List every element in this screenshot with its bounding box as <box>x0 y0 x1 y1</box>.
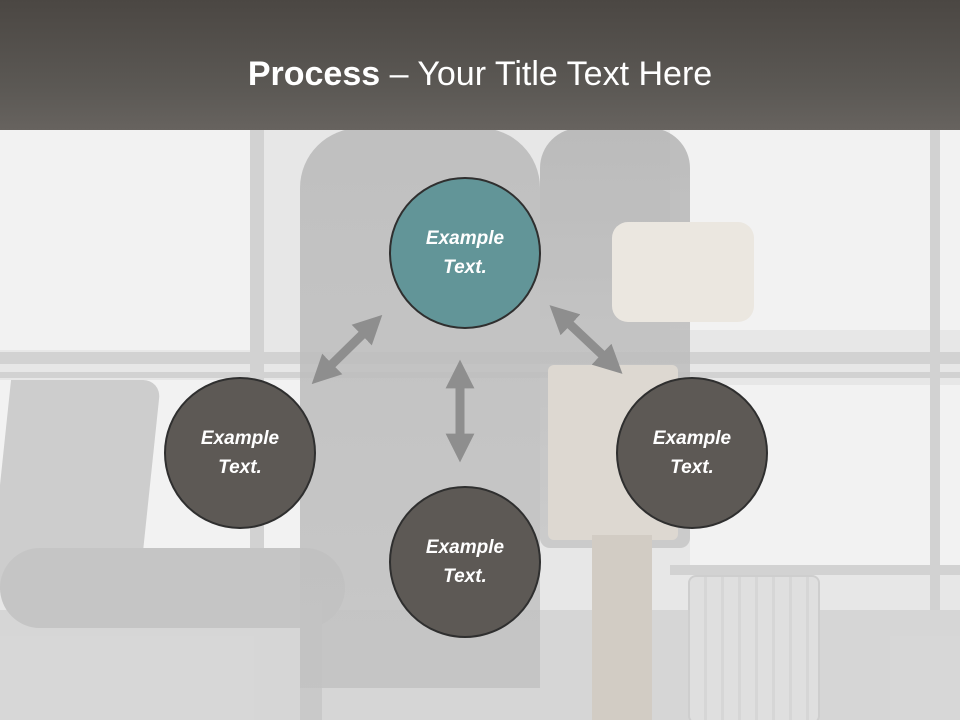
title-bold: Process <box>247 55 381 93</box>
node-bottom-text: Example Text. <box>425 537 505 587</box>
node-right-text: Example Text. <box>652 428 732 478</box>
arrow-top-right <box>549 305 623 374</box>
slide-title: Process – Your Title Text Here <box>0 52 960 96</box>
process-node-top: Example Text. <box>389 177 541 329</box>
title-band <box>0 0 960 130</box>
process-node-left: Example Text. <box>164 377 316 529</box>
title-rest: – Your Title Text Here <box>380 55 713 93</box>
process-node-bottom: Example Text. <box>389 486 541 638</box>
process-node-right: Example Text. <box>616 377 768 529</box>
node-top-text: Example Text. <box>425 228 505 278</box>
node-left-text: Example Text. <box>200 428 280 478</box>
arrow-top-left <box>311 314 383 385</box>
